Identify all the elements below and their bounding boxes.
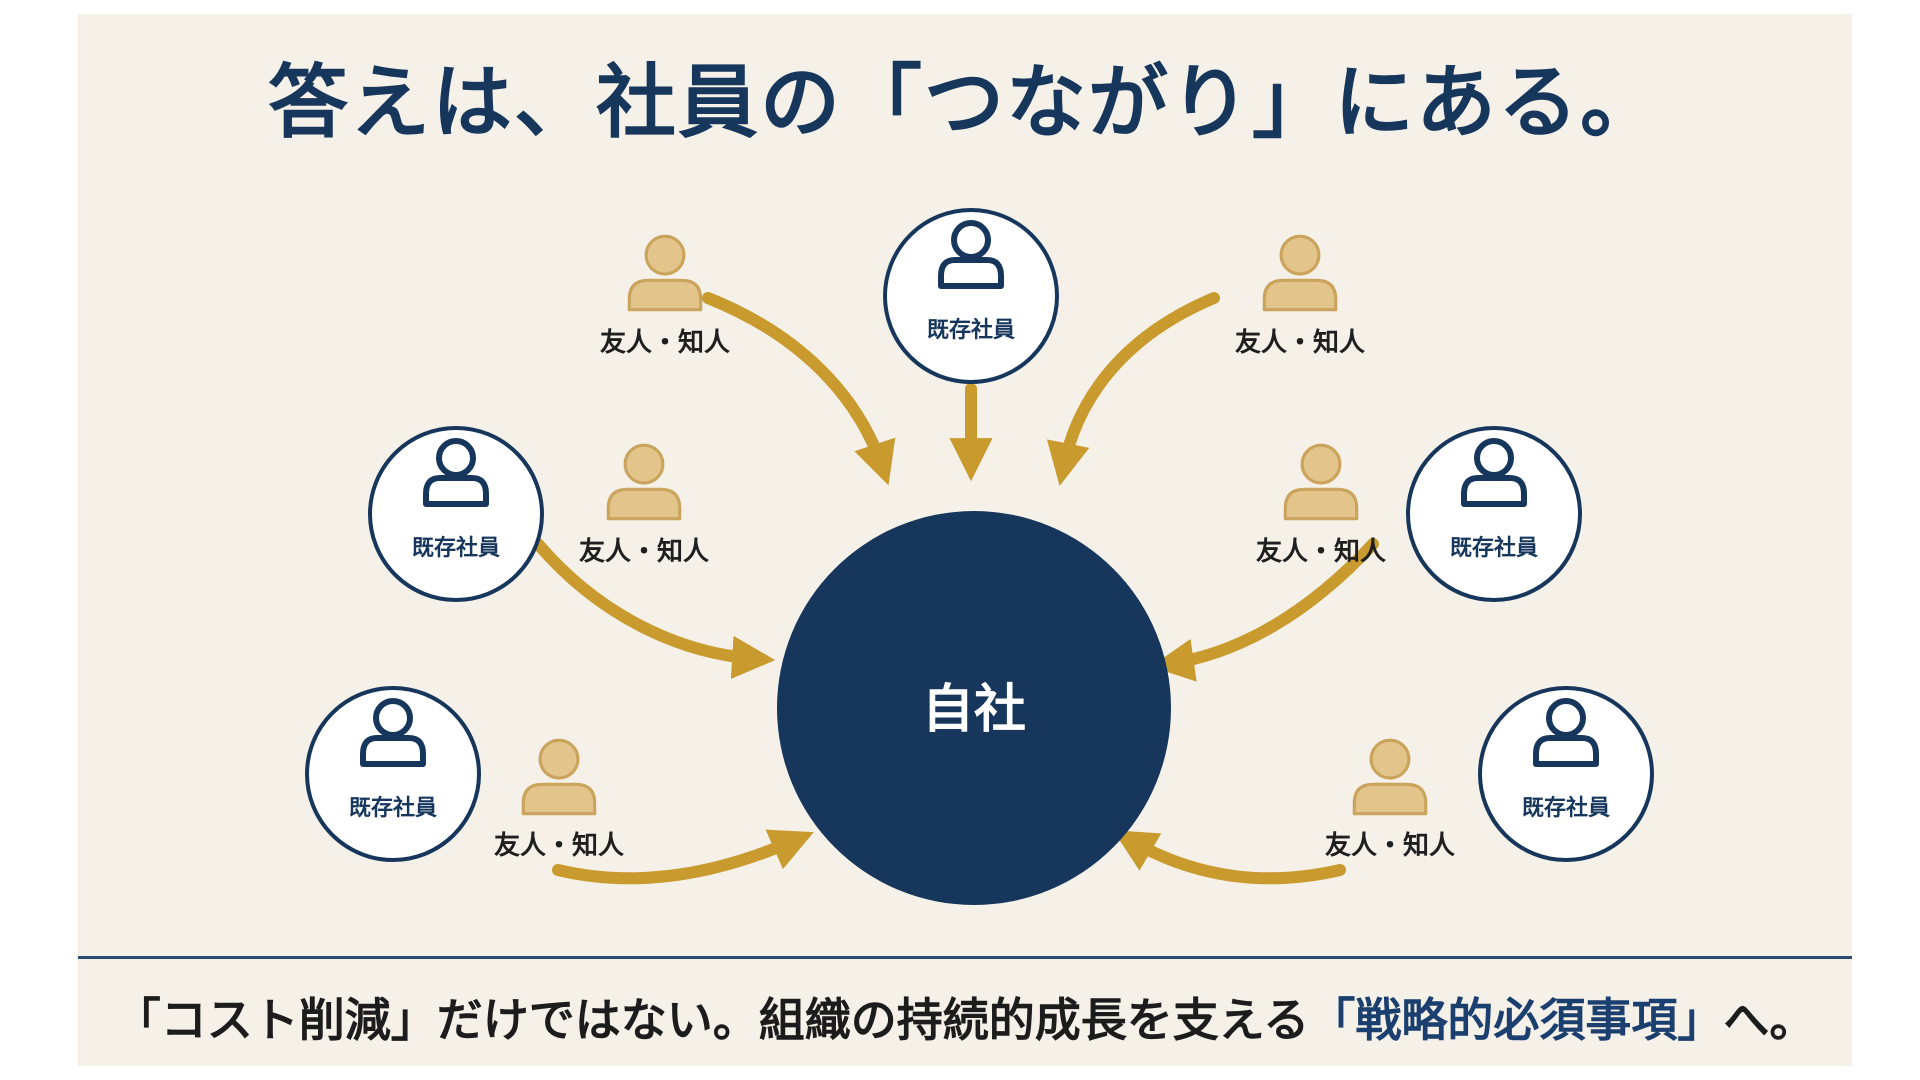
friend-label: 友人・知人 [600,328,730,358]
friend-label: 友人・知人 [579,537,709,567]
footer-message: 「コスト削減」だけではない。組織の持続的成長を支える「戦略的必須事項」へ。 [78,984,1852,1050]
friend-label: 友人・知人 [1325,831,1455,861]
friend-node-mid-right: 友人・知人 [1256,443,1386,567]
center-label: 自社 [922,680,1026,740]
friend-label: 友人・知人 [494,831,624,861]
footer-divider [78,956,1852,959]
center-node: 自社 [777,511,1171,905]
arrow-friend-top-right [1046,292,1220,486]
person-filled-icon [1262,234,1338,312]
person-filled-icon [521,738,597,816]
footer-text-part2: へ。 [1723,993,1816,1047]
employee-label: 既存社員 [1522,795,1610,821]
friend-node-top-left: 友人・知人 [600,234,730,358]
employee-label: 既存社員 [927,317,1015,343]
referral-network-diagram: 自社 既存社員 既存社員 既存社員 既存社員 既存社員 [305,208,1654,905]
slide: 答えは、社員の「つながり」にある。 [78,14,1852,1066]
employee-label: 既存社員 [349,795,437,821]
friend-label: 友人・知人 [1256,537,1386,567]
employee-node-top: 既存社員 [883,208,1059,384]
employee-node-bottom-left: 既存社員 [305,686,481,862]
friend-node-mid-left: 友人・知人 [579,443,709,567]
employee-label: 既存社員 [1450,535,1538,561]
employee-label: 既存社員 [412,535,500,561]
person-filled-icon [606,443,682,521]
arrow-friend-top-left [702,292,896,486]
arrow-employee-mid-left [532,538,776,679]
friend-node-top-right: 友人・知人 [1235,234,1365,358]
person-filled-icon [627,234,703,312]
footer-text-part1: 「コスト削減」だけではない。組織の持続的成長を支える [114,993,1310,1047]
arrow-friend-bottom-left [552,829,814,885]
footer-highlight: 「戦略的必須事項」 [1309,993,1724,1047]
employee-node-mid-right: 既存社員 [1406,426,1582,602]
arrow-friend-bottom-right [1113,830,1346,885]
employee-node-bottom-right: 既存社員 [1478,686,1654,862]
employee-node-mid-left: 既存社員 [368,426,544,602]
person-filled-icon [1352,738,1428,816]
arrow-employee-mid-right [1150,538,1379,682]
person-filled-icon [1283,443,1359,521]
slide-title: 答えは、社員の「つながり」にある。 [268,56,1662,149]
friend-label: 友人・知人 [1235,328,1365,358]
friend-node-bottom-left: 友人・知人 [494,738,624,861]
arrows [532,292,1379,885]
friend-node-bottom-right: 友人・知人 [1325,738,1455,861]
